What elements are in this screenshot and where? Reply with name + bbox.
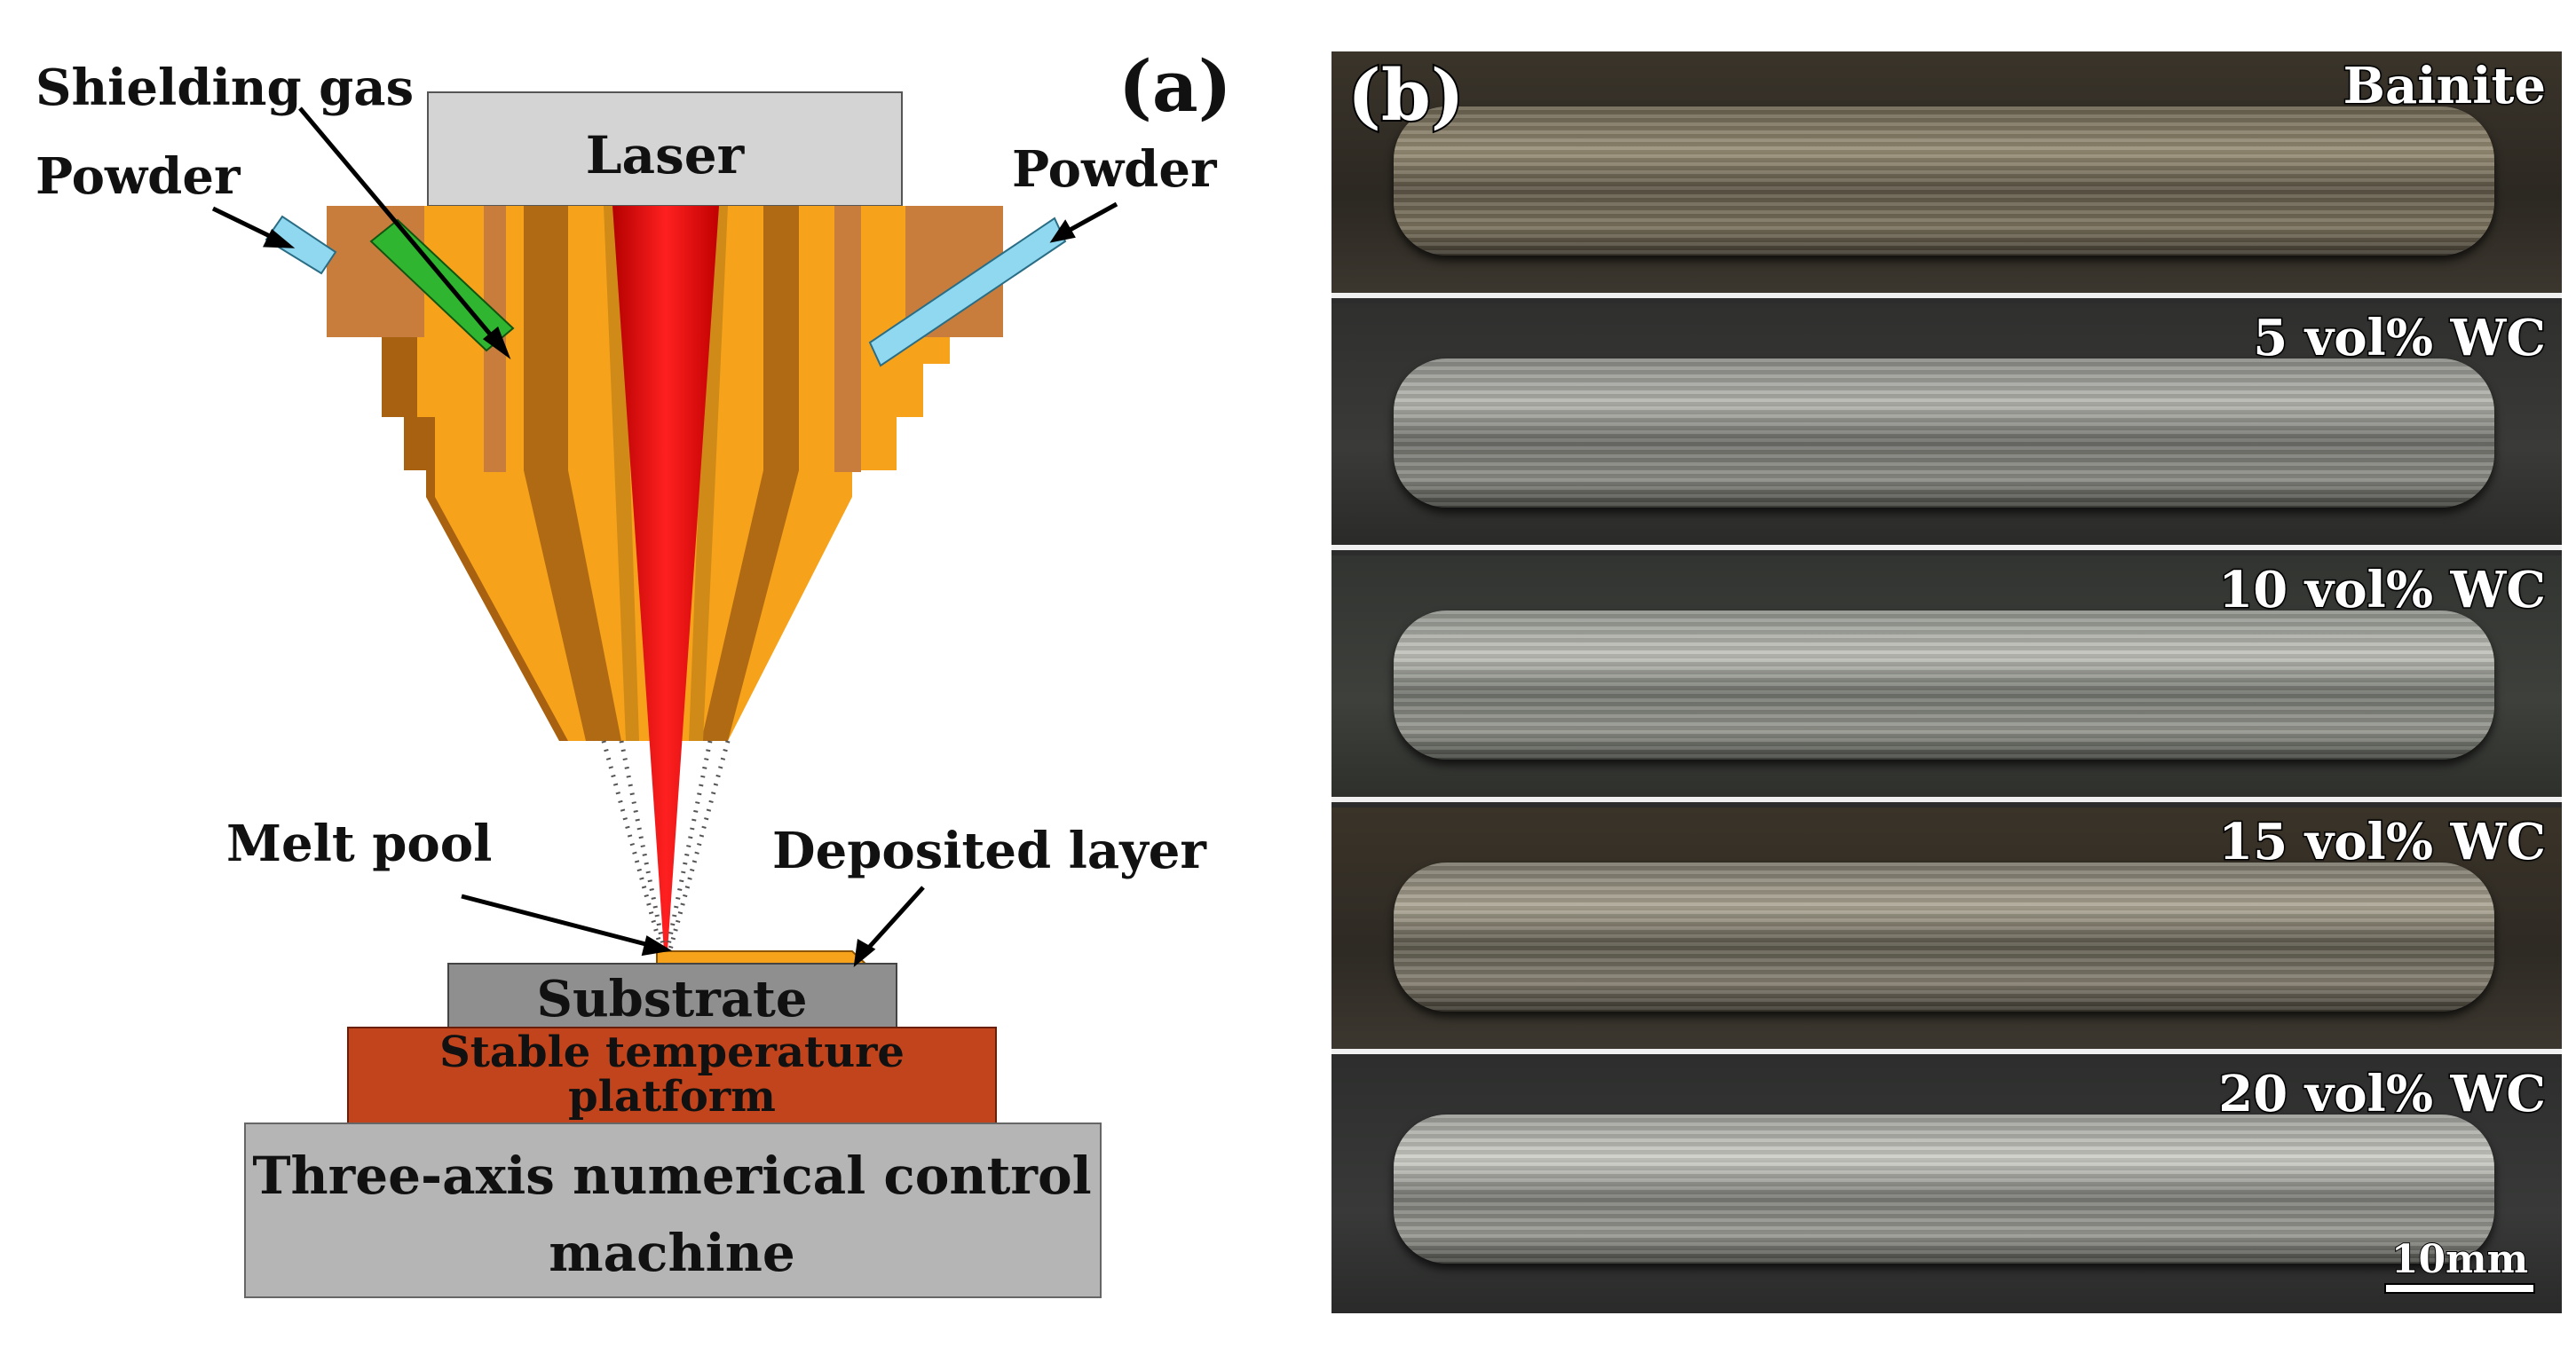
laser-label: Laser: [586, 125, 746, 185]
sample-label: 20 vol% WC: [2217, 1064, 2548, 1125]
powder-tube-left: [265, 215, 337, 275]
sample-strip: Bainite: [1331, 51, 2562, 298]
panel-b-label: (b): [1346, 51, 1466, 138]
temperature-platform: [347, 1027, 997, 1124]
sample-track: [1394, 863, 2494, 1012]
powder-left-label: Powder: [36, 147, 241, 206]
scale-bar-line: [2384, 1283, 2535, 1294]
sample-photographs: (b) Bainite 5 vol% WC 10 vol% WC 15 vol%…: [1331, 51, 2562, 1313]
sample-label: 10 vol% WC: [2217, 560, 2548, 621]
powder-right-label: Powder: [1012, 140, 1218, 199]
sample-track: [1394, 1115, 2494, 1264]
machine-label-line2: machine: [549, 1223, 795, 1283]
sample-strip: 5 vol% WC: [1331, 303, 2562, 550]
platform-label-line1: Stable temperature: [439, 1028, 905, 1077]
sample-strip: 20 vol% WC: [1331, 1059, 2562, 1313]
machine-label-line1: Three-axis numerical control: [252, 1146, 1091, 1206]
callout-arrows: [211, 106, 1118, 967]
deposited-layer: [656, 950, 868, 965]
sample-label: 15 vol% WC: [2217, 812, 2548, 873]
deposition-schematic: Laser Substrate Stable temperature platf…: [36, 44, 1232, 1298]
melt-pool-label: Melt pool: [226, 815, 492, 873]
sample-track: [1394, 610, 2494, 760]
sample-strip: 15 vol% WC: [1331, 807, 2562, 1054]
sample-label: 5 vol% WC: [2252, 308, 2548, 369]
scale-bar-label: 10mm: [2390, 1237, 2529, 1282]
deposited-layer-label: Deposited layer: [772, 822, 1207, 880]
substrate: [447, 963, 897, 1028]
sample-track: [1394, 358, 2494, 508]
laser-box: [427, 91, 903, 207]
cnc-machine: [244, 1122, 1102, 1298]
sample-track: [1394, 106, 2494, 256]
powder-stream: [601, 740, 731, 950]
laser-beam: [612, 206, 719, 951]
powder-tube-right: [868, 217, 1067, 367]
sample-label: Bainite: [2342, 56, 2547, 117]
platform-label-line2: platform: [568, 1072, 776, 1122]
sample-strip: 10 vol% WC: [1331, 555, 2562, 802]
substrate-label: Substrate: [537, 970, 808, 1028]
panel-a-label: (a): [1118, 44, 1232, 128]
shielding-gas-label: Shielding gas: [36, 59, 414, 117]
scale-bar: 10mm: [2384, 1237, 2535, 1294]
